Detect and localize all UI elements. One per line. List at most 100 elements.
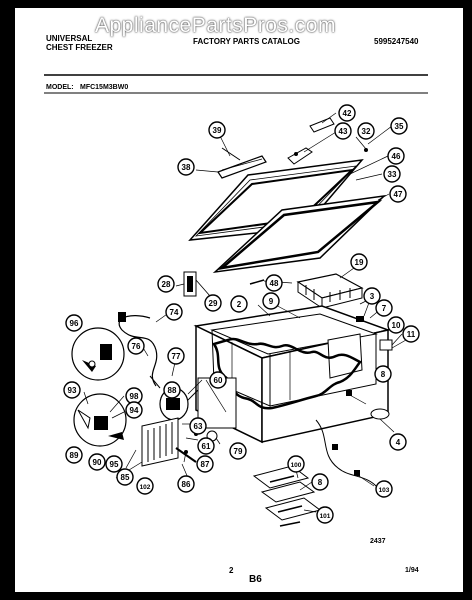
callout-3: 3 bbox=[363, 287, 381, 305]
brand-line1: UNIVERSAL bbox=[46, 34, 93, 43]
callout-number: 77 bbox=[172, 352, 181, 361]
callout-number: 11 bbox=[407, 330, 416, 339]
power-cord bbox=[118, 312, 158, 387]
callout-93: 93 bbox=[63, 381, 81, 399]
callout-42: 42 bbox=[338, 104, 356, 122]
page-number: 2 bbox=[229, 566, 234, 575]
callout-28: 28 bbox=[157, 275, 175, 293]
callout-29: 29 bbox=[204, 294, 222, 312]
callout-bubble bbox=[350, 253, 368, 271]
lid-liner-panel bbox=[212, 194, 387, 274]
catalog-title: FACTORY PARTS CATALOG bbox=[193, 37, 300, 46]
callout-number: 96 bbox=[70, 319, 79, 328]
callout-bubble bbox=[229, 442, 247, 460]
callout-bubble bbox=[65, 314, 83, 332]
condenser-grille bbox=[141, 417, 179, 467]
callout-88: 88 bbox=[163, 381, 181, 399]
callout-bubble bbox=[209, 371, 227, 389]
callout-number: 88 bbox=[168, 386, 177, 395]
callout-bubble bbox=[389, 185, 407, 203]
drain-plug bbox=[346, 390, 395, 433]
callout-bubble bbox=[208, 121, 226, 139]
callout-bubble bbox=[383, 165, 401, 183]
callout-39: 39 bbox=[208, 121, 226, 139]
callout-number: 85 bbox=[121, 473, 130, 482]
callout-bubble bbox=[338, 104, 356, 122]
callout-bubble bbox=[197, 437, 215, 455]
callout-number: 2 bbox=[237, 300, 242, 309]
watermark: AppliancePartsPros.com bbox=[95, 14, 336, 37]
storage-basket bbox=[296, 267, 364, 309]
page-code: B6 bbox=[249, 574, 262, 585]
callout-number: 9 bbox=[269, 297, 274, 306]
lid-leaders bbox=[195, 112, 393, 201]
callout-96: 96 bbox=[65, 314, 83, 332]
callout-bubble bbox=[105, 455, 123, 473]
catalog-number: 5995247540 bbox=[374, 37, 419, 46]
callout-94: 94 bbox=[125, 401, 143, 419]
callout-number: 90 bbox=[93, 458, 102, 467]
callout-61: 61 bbox=[197, 437, 215, 455]
callout-number: 79 bbox=[234, 447, 243, 456]
callout-bubble bbox=[262, 292, 280, 310]
callout-bubble bbox=[387, 147, 405, 165]
callout-76: 76 bbox=[127, 337, 145, 355]
callout-8: 8 bbox=[311, 473, 329, 491]
callout-number: 29 bbox=[209, 299, 218, 308]
callout-19: 19 bbox=[350, 253, 368, 271]
brand-line2: CHEST FREEZER bbox=[46, 43, 113, 52]
callout-100: 100 bbox=[287, 455, 305, 473]
callout-10: 10 bbox=[387, 316, 405, 334]
callout-bubble bbox=[189, 417, 207, 435]
callout-43: 43 bbox=[334, 122, 352, 140]
callout-bubble bbox=[375, 299, 393, 317]
callout-number: 39 bbox=[213, 126, 222, 135]
callout-bubble bbox=[311, 473, 329, 491]
callout-number: 89 bbox=[70, 451, 79, 460]
callout-number: 48 bbox=[270, 279, 279, 288]
callout-number: 10 bbox=[392, 321, 401, 330]
cabinet-body bbox=[193, 305, 391, 444]
callout-number: 63 bbox=[194, 422, 203, 431]
callout-102: 102 bbox=[136, 477, 154, 495]
callout-35: 35 bbox=[390, 117, 408, 135]
callout-number: 4 bbox=[396, 438, 401, 447]
callout-number: 102 bbox=[140, 484, 151, 491]
callout-89: 89 bbox=[65, 446, 83, 464]
callout-38: 38 bbox=[177, 158, 195, 176]
callout-number: 94 bbox=[130, 406, 139, 415]
callout-74: 74 bbox=[165, 303, 183, 321]
callout-bubble bbox=[127, 337, 145, 355]
callout-number: 43 bbox=[339, 127, 348, 136]
callout-number: 47 bbox=[394, 190, 403, 199]
callout-bubble bbox=[390, 117, 408, 135]
callout-33: 33 bbox=[383, 165, 401, 183]
callout-11: 11 bbox=[402, 325, 420, 343]
lid-hinge-strip bbox=[217, 147, 267, 179]
callout-bubble bbox=[374, 365, 392, 383]
callout-32: 32 bbox=[357, 122, 375, 140]
callout-101: 101 bbox=[316, 506, 334, 524]
callout-number: 38 bbox=[182, 163, 191, 172]
callout-number: 98 bbox=[130, 392, 139, 401]
callout-bubble bbox=[287, 455, 305, 473]
callout-number: 46 bbox=[392, 152, 401, 161]
callout-bubble bbox=[177, 475, 195, 493]
callout-bubble bbox=[334, 122, 352, 140]
callout-number: 35 bbox=[395, 122, 404, 131]
hinge-assembly bbox=[175, 271, 211, 297]
callout-4: 4 bbox=[389, 433, 407, 451]
callout-number: 8 bbox=[318, 478, 323, 487]
callout-number: 76 bbox=[132, 342, 141, 351]
callout-number: 33 bbox=[388, 170, 397, 179]
callout-bubble bbox=[316, 506, 334, 524]
callout-number: 61 bbox=[202, 442, 211, 451]
callout-number: 42 bbox=[343, 109, 352, 118]
callout-bubble bbox=[136, 477, 154, 495]
callout-95: 95 bbox=[105, 455, 123, 473]
callout-number: 101 bbox=[320, 513, 331, 520]
callout-79: 79 bbox=[229, 442, 247, 460]
callout-bubble bbox=[116, 468, 134, 486]
